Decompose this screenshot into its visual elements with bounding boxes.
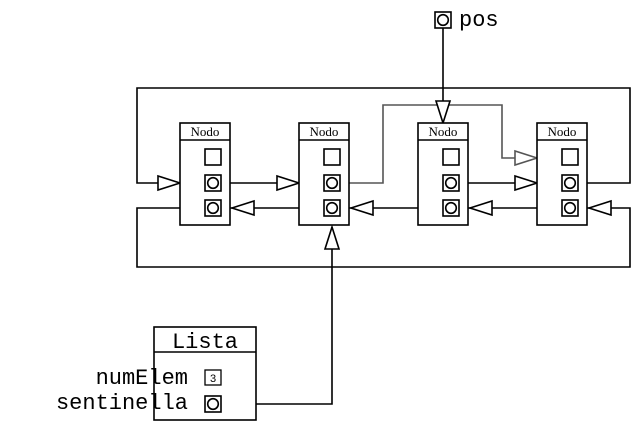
lista-struct: Lista numElem 3 sentinella <box>56 326 257 421</box>
lista-header: Lista <box>172 330 238 355</box>
arrowhead-icon <box>586 199 612 217</box>
node-header-label: Nodo <box>429 124 458 139</box>
pointer-dot-icon <box>325 201 339 215</box>
prev-link-n1-n4 <box>136 207 631 268</box>
arrowhead-icon <box>348 199 374 217</box>
pos-pointer-dot-icon <box>436 13 450 27</box>
pointer-dot-icon <box>444 201 458 215</box>
pointer-dot-icon <box>563 201 577 215</box>
pointer-dot-icon <box>206 176 220 190</box>
node-field-info <box>442 148 460 166</box>
arrowhead-icon <box>514 174 540 192</box>
node-header-label: Nodo <box>191 124 220 139</box>
node-field-info <box>323 148 341 166</box>
arrowhead-icon <box>434 100 452 126</box>
node-field-info <box>561 148 579 166</box>
arrowhead-icon <box>276 174 302 192</box>
node-header-label: Nodo <box>310 124 339 139</box>
arrowhead-icon <box>514 149 540 167</box>
node-n2: Nodo <box>298 122 350 226</box>
node-field-info <box>204 148 222 166</box>
node-header-label: Nodo <box>548 124 577 139</box>
pos-pointer: pos <box>434 8 499 33</box>
pointer-dot-icon <box>206 201 220 215</box>
pos-label: pos <box>459 8 499 33</box>
arrowhead-icon <box>323 224 341 250</box>
edges-layer <box>136 28 631 405</box>
pointer-dot-icon <box>325 176 339 190</box>
sentinella-label: sentinella <box>56 391 188 416</box>
nodes-layer: Nodo Nodo Nodo Nodo <box>179 122 588 226</box>
num-elem-value: 3 <box>210 374 217 386</box>
sentinella-pointer-dot-icon <box>206 397 220 411</box>
node-n3: Nodo <box>417 122 469 226</box>
node-n4: Nodo <box>536 122 588 226</box>
num-elem-label: numElem <box>96 366 188 391</box>
arrowhead-icon <box>467 199 493 217</box>
pointer-dot-icon <box>444 176 458 190</box>
next-link-n4-n1 <box>136 87 631 184</box>
pointer-dot-icon <box>563 176 577 190</box>
node-n1: Nodo <box>179 122 231 226</box>
arrowhead-icon <box>157 174 183 192</box>
num-elem-box <box>204 369 222 386</box>
arrowhead-icon <box>229 199 255 217</box>
